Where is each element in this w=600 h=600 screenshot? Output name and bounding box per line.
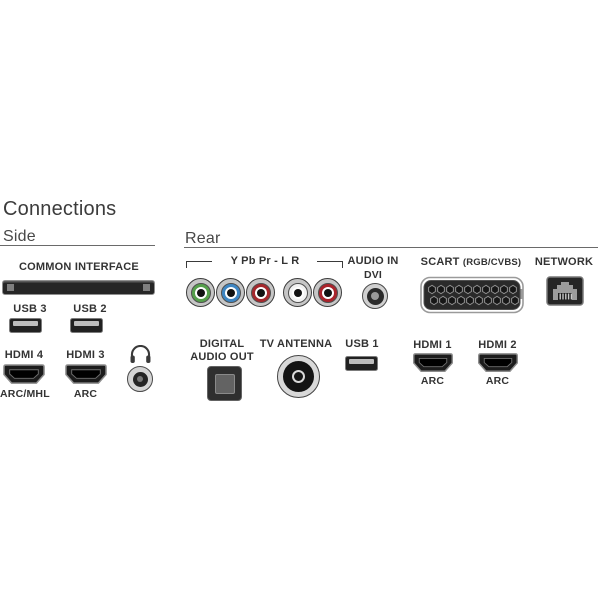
hdmi2-port-icon bbox=[477, 352, 519, 374]
page-title: Connections bbox=[3, 198, 117, 220]
rca-inner-ring bbox=[194, 286, 207, 299]
audio-in-dvi-sublabel: DVI bbox=[363, 269, 383, 281]
jack-center bbox=[371, 292, 379, 300]
hdmi4-sublabel: ARC/MHL bbox=[0, 388, 50, 400]
rca-center bbox=[293, 288, 302, 297]
usb-tongue bbox=[74, 321, 99, 326]
hdmi3-sublabel: ARC bbox=[73, 388, 98, 400]
audio-in-label: AUDIO IN bbox=[347, 255, 399, 267]
rca-center bbox=[323, 288, 332, 297]
rca-center bbox=[196, 288, 205, 297]
audio-in-minijack-icon bbox=[362, 283, 388, 309]
jack-ring bbox=[132, 371, 148, 387]
hdmi4-label: HDMI 4 bbox=[4, 349, 44, 361]
component-group-label: Y Pb Pr - L R bbox=[230, 255, 300, 267]
usb2-port-icon bbox=[70, 318, 103, 333]
rca-color-ring bbox=[190, 282, 211, 303]
hdmi4-port-icon bbox=[3, 363, 45, 386]
hdmi1-port-icon bbox=[412, 352, 454, 374]
rca-center bbox=[256, 288, 265, 297]
network-label: NETWORK bbox=[534, 256, 594, 268]
coax-body bbox=[283, 361, 314, 392]
usb3-label: USB 3 bbox=[13, 303, 47, 315]
jack-center bbox=[137, 376, 143, 382]
digital-audio-out-label-line1: DIGITAL bbox=[199, 338, 245, 350]
scart-port-icon bbox=[420, 276, 524, 314]
component-pr-port-icon bbox=[246, 278, 275, 307]
rca-inner-ring bbox=[224, 286, 237, 299]
coax-center bbox=[292, 370, 305, 383]
side-section-divider bbox=[0, 245, 155, 247]
ethernet-port-icon bbox=[546, 276, 584, 306]
rca-color-ring bbox=[250, 282, 271, 303]
side-section-heading: Side bbox=[3, 228, 36, 245]
hdmi1-sublabel: ARC bbox=[420, 375, 445, 387]
ci-slot-left-tab bbox=[7, 284, 14, 291]
headphone-jack-icon bbox=[127, 366, 153, 392]
hdmi3-port-icon bbox=[65, 363, 107, 386]
antenna-coax-port-icon bbox=[277, 355, 320, 398]
rca-inner-ring bbox=[321, 286, 334, 299]
rca-inner-ring bbox=[254, 286, 267, 299]
rca-color-ring bbox=[317, 282, 338, 303]
rca-color-ring bbox=[287, 282, 308, 303]
toslink-window bbox=[214, 373, 235, 394]
hdmi2-sublabel: ARC bbox=[485, 375, 510, 387]
audio-right-port-icon bbox=[313, 278, 342, 307]
ci-slot-right-tab bbox=[143, 284, 150, 291]
headphones-icon bbox=[128, 345, 153, 364]
usb-tongue bbox=[349, 359, 374, 364]
scart-spec: (RGB/CVBS) bbox=[462, 257, 522, 268]
usb-tongue bbox=[13, 321, 38, 326]
rear-section-divider bbox=[184, 247, 598, 249]
usb2-label: USB 2 bbox=[73, 303, 107, 315]
rca-color-ring bbox=[220, 282, 241, 303]
component-pb-port-icon bbox=[216, 278, 245, 307]
common-interface-label: COMMON INTERFACE bbox=[19, 261, 139, 273]
rca-center bbox=[226, 288, 235, 297]
hdmi3-label: HDMI 3 bbox=[66, 349, 105, 361]
optical-audio-port-icon bbox=[207, 366, 242, 401]
rca-inner-ring bbox=[291, 286, 304, 299]
audio-left-port-icon bbox=[283, 278, 312, 307]
hdmi2-label: HDMI 2 bbox=[478, 339, 517, 351]
tv-antenna-label: TV ANTENNA bbox=[259, 338, 333, 350]
digital-audio-out-label-line2: AUDIO OUT bbox=[190, 351, 254, 363]
usb3-port-icon bbox=[9, 318, 42, 333]
scart-label: SCART (RGB/CVBS) bbox=[410, 256, 532, 269]
jack-ring bbox=[366, 287, 384, 305]
component-bracket-left bbox=[186, 261, 212, 268]
component-bracket-right bbox=[317, 261, 343, 268]
common-interface-slot-icon bbox=[2, 280, 155, 295]
rear-section-heading: Rear bbox=[185, 230, 221, 247]
component-y-port-icon bbox=[186, 278, 215, 307]
usb1-label: USB 1 bbox=[345, 338, 379, 350]
hdmi1-label: HDMI 1 bbox=[413, 339, 452, 351]
scart-name: SCART bbox=[420, 256, 460, 268]
usb1-port-icon bbox=[345, 356, 378, 371]
